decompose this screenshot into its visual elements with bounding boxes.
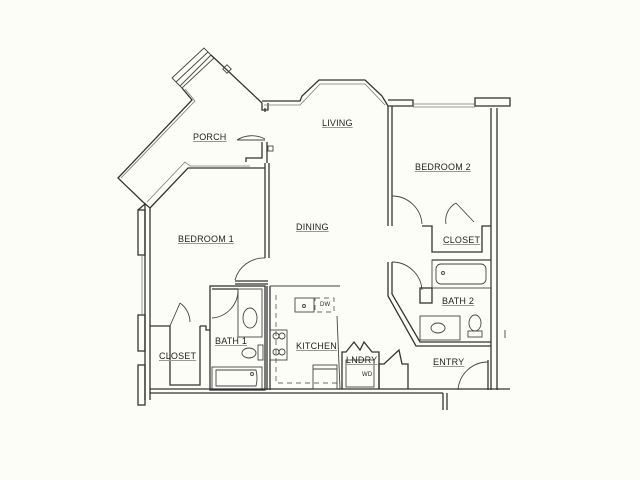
- room-label-porch: PORCH: [193, 132, 227, 142]
- dishwasher-label: DW: [320, 302, 331, 308]
- room-label-bedroom1: BEDROOM 1: [178, 234, 234, 244]
- room-label-bath1: BATH 1: [215, 336, 248, 346]
- bedroom2: [387, 106, 498, 390]
- laundry: [341, 340, 409, 389]
- room-label-bath2: BATH 2: [442, 296, 475, 306]
- dining-left-wall: [234, 163, 270, 285]
- room-label-closet2: CLOSET: [443, 235, 481, 245]
- kitchen: [266, 285, 341, 390]
- room-label-closet1: CLOSET: [159, 351, 197, 361]
- living-bay-window: [262, 79, 511, 108]
- washer-dryer-label: WD: [362, 372, 373, 378]
- room-label-kitchen: KITCHEN: [296, 341, 337, 351]
- room-label-entry: ENTRY: [433, 357, 465, 367]
- room-label-bedroom2: BEDROOM 2: [415, 162, 471, 172]
- room-label-living: LIVING: [322, 118, 353, 128]
- room-label-dining: DINING: [296, 222, 329, 232]
- porch-door: [236, 103, 274, 163]
- bath2: [387, 259, 492, 347]
- bath1: [209, 285, 266, 391]
- bedroom1-exterior-wall: [137, 161, 265, 406]
- entry-door: [442, 330, 506, 410]
- porch-railing: [117, 47, 263, 203]
- room-label-laundry: LNDRY: [346, 355, 378, 365]
